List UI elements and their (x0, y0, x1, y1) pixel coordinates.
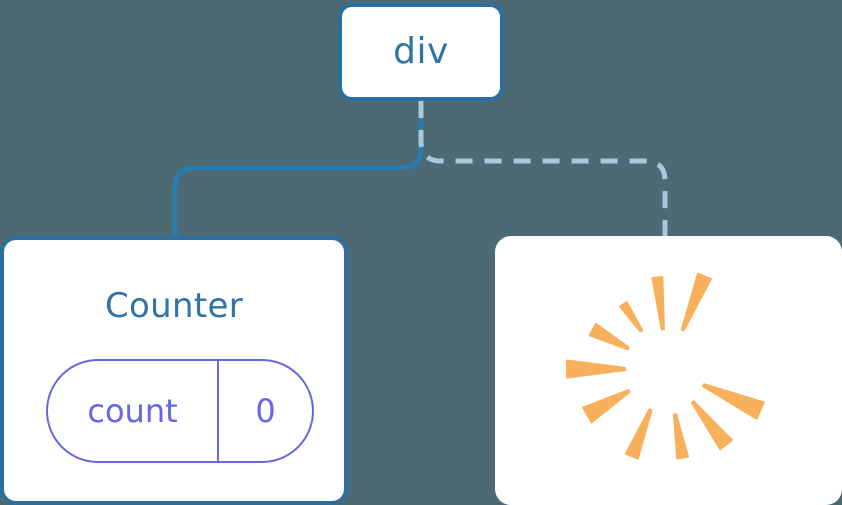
starburst-ray (690, 400, 734, 451)
div-node-label: div (393, 31, 449, 72)
starburst-ray (624, 408, 653, 460)
starburst-ray (566, 359, 626, 379)
starburst-icon (566, 272, 765, 460)
state-pill[interactable]: count 0 (46, 359, 314, 463)
burst-node[interactable] (495, 236, 842, 505)
connector-div-to-burst (418, 101, 668, 238)
div-node[interactable]: div (338, 3, 504, 101)
starburst-ray (619, 301, 644, 333)
starburst-ray (702, 383, 765, 420)
starburst-ray (672, 413, 690, 460)
counter-node[interactable]: Counter count 0 (0, 236, 348, 505)
state-pill-key: count (48, 361, 219, 461)
connector-div-to-counter (172, 101, 424, 238)
starburst-ray (680, 272, 712, 332)
starburst-ray (582, 389, 631, 424)
starburst-ray (588, 322, 630, 351)
state-pill-value: 0 (255, 392, 276, 430)
counter-node-title: Counter (105, 286, 243, 326)
starburst-ray (651, 275, 665, 331)
